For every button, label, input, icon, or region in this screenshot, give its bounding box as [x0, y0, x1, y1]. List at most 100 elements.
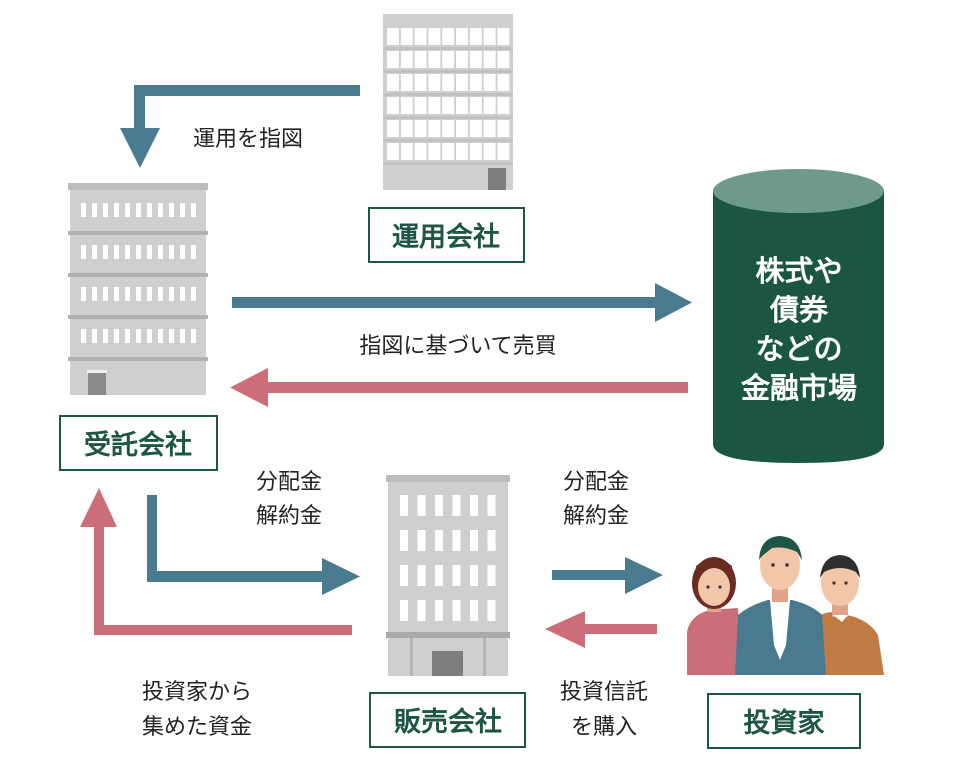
window	[147, 245, 152, 259]
window	[400, 565, 408, 586]
payout-left-line-2: 解約金	[256, 504, 322, 529]
window	[400, 530, 408, 551]
window	[158, 287, 163, 301]
window	[92, 287, 97, 301]
window	[387, 51, 399, 68]
window	[191, 287, 196, 301]
distributor-label-box: 販売会社	[369, 692, 526, 748]
management-company-building-icon	[383, 14, 513, 190]
window	[158, 245, 163, 259]
window	[456, 97, 468, 114]
distributor-building-icon	[386, 475, 510, 676]
window	[147, 287, 152, 301]
window	[180, 245, 185, 259]
window	[180, 287, 185, 301]
window	[92, 203, 97, 217]
trade-label: 指図に基づいて売買	[359, 334, 556, 359]
window	[442, 97, 455, 114]
window	[169, 287, 174, 301]
investor-woman-icon	[687, 557, 742, 675]
window	[125, 329, 130, 343]
window	[452, 600, 461, 621]
window	[400, 51, 413, 68]
window	[125, 245, 130, 259]
window	[417, 495, 426, 516]
window	[191, 329, 196, 343]
window	[414, 120, 427, 137]
window	[497, 28, 510, 45]
trade-arrow-from-market	[230, 368, 688, 407]
window	[103, 203, 108, 217]
window	[414, 143, 427, 160]
investors-people-icon	[687, 536, 884, 675]
distributor-label: 販売会社	[394, 706, 502, 738]
window	[147, 329, 152, 343]
window	[442, 51, 455, 68]
window	[483, 97, 496, 114]
window	[387, 120, 399, 137]
funds-line-1: 投資家から	[142, 680, 252, 705]
investors-label: 投資家	[744, 707, 825, 739]
window	[81, 245, 86, 259]
window	[456, 143, 468, 160]
window	[387, 28, 399, 45]
window	[483, 51, 496, 68]
window	[435, 495, 443, 516]
window	[497, 143, 510, 160]
window	[81, 287, 86, 301]
window	[114, 329, 119, 343]
market-line-2: 債券	[769, 293, 829, 327]
window	[414, 28, 427, 45]
window	[469, 143, 482, 160]
payout-arrow-to-investors	[552, 557, 663, 594]
window	[497, 97, 510, 114]
window	[435, 565, 443, 586]
window	[400, 120, 413, 137]
management-company-label: 運用会社	[392, 221, 500, 253]
window	[456, 28, 468, 45]
window	[191, 203, 196, 217]
payout-arrow-to-distributor	[147, 495, 360, 595]
purchase-line-1: 投資信託	[560, 680, 648, 705]
window	[92, 329, 97, 343]
window	[400, 495, 408, 516]
window	[483, 120, 496, 137]
window	[414, 74, 427, 91]
window	[81, 203, 86, 217]
window	[400, 74, 413, 91]
investors-label-box: 投資家	[707, 693, 861, 749]
window	[442, 74, 455, 91]
trust-company-label-box: 受託会社	[59, 415, 218, 471]
market-line-1: 株式や	[755, 254, 842, 288]
window	[452, 565, 461, 586]
window	[469, 28, 482, 45]
window	[428, 51, 441, 68]
funds-arrow-to-trust	[80, 488, 352, 635]
window	[435, 600, 443, 621]
window	[487, 565, 496, 586]
window	[442, 28, 455, 45]
window	[169, 203, 174, 217]
instruct-arrow	[120, 85, 360, 168]
management-company-label-box: 運用会社	[368, 207, 525, 263]
window	[428, 120, 441, 137]
window	[497, 74, 510, 91]
window	[442, 120, 455, 137]
window	[469, 120, 482, 137]
purchase-line-2: を購入	[571, 715, 637, 740]
window	[136, 203, 141, 217]
window	[114, 287, 119, 301]
window	[81, 329, 86, 343]
payout-right-line-2: 解約金	[563, 504, 629, 529]
window	[442, 143, 455, 160]
window	[136, 329, 141, 343]
window	[428, 74, 441, 91]
window	[387, 97, 399, 114]
window	[483, 143, 496, 160]
window	[92, 245, 97, 259]
financial-market-cylinder-icon: 株式や 債券 などの 金融市場	[713, 169, 884, 463]
window	[136, 245, 141, 259]
window	[497, 120, 510, 137]
window	[428, 143, 441, 160]
